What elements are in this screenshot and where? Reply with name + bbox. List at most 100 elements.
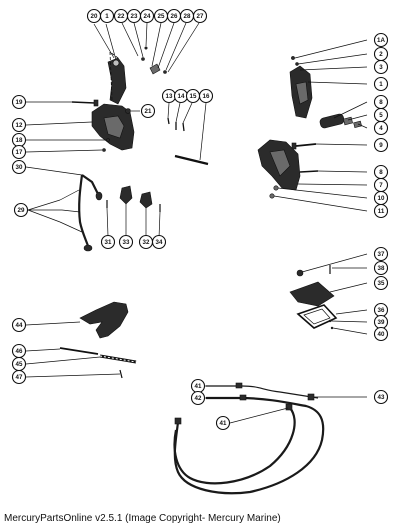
callout-40: 40	[373, 326, 389, 342]
callout-40-label: 40	[378, 331, 385, 338]
callout-31-label: 31	[105, 239, 112, 246]
callout-38: 38	[373, 260, 389, 276]
callout-18: 18	[11, 132, 27, 148]
callout-14: 14	[173, 88, 189, 104]
callout-37-label: 37	[378, 251, 385, 258]
callout-15: 15	[185, 88, 201, 104]
callout-8-lower-label: 8	[379, 169, 383, 176]
callout-7: 7	[373, 177, 389, 193]
cable-part	[206, 385, 319, 399]
callout-9-label: 9	[379, 142, 383, 149]
callout-3-label: 3	[379, 64, 383, 71]
callout-19: 19	[11, 94, 27, 110]
bushing-part	[112, 59, 120, 67]
callout-38-label: 38	[378, 265, 385, 272]
callout-20: 20	[86, 8, 102, 24]
callout-41-lower: 41	[215, 415, 231, 431]
callout-41: 41	[190, 378, 206, 394]
callout-33-label: 33	[123, 239, 130, 246]
callout-36-label: 36	[378, 307, 385, 314]
callout-1-right: 1	[373, 76, 389, 92]
cover-plate-part	[289, 281, 335, 307]
callout-22-label: 22	[118, 13, 125, 20]
callout-1-top-label: 1	[105, 13, 109, 20]
spring-part	[149, 63, 161, 75]
callout-12: 12	[11, 117, 27, 133]
harness-wire-part	[78, 174, 90, 247]
callout-29: 29	[13, 202, 29, 218]
callout-2-label: 2	[379, 51, 383, 58]
callout-13-label: 13	[166, 93, 173, 100]
callout-45: 45	[11, 356, 27, 372]
callout-46: 46	[11, 343, 27, 359]
callout-10: 10	[373, 190, 389, 206]
sleeve-part	[319, 113, 345, 129]
callout-23-label: 23	[131, 13, 138, 20]
callout-39-label: 39	[378, 319, 385, 326]
callout-21: 21	[140, 103, 156, 119]
callout-26-label: 26	[171, 13, 178, 20]
callout-23: 23	[126, 8, 142, 24]
callout-28: 28	[179, 8, 195, 24]
callout-31: 31	[100, 234, 116, 250]
callouts: 20 1 22 23 24 25 26 28 27 1A 2 3 1 19 21…	[11, 8, 389, 431]
callout-47: 47	[11, 369, 27, 385]
callout-24: 24	[139, 8, 155, 24]
callout-25: 25	[153, 8, 169, 24]
callout-36: 36	[373, 302, 389, 318]
callout-35: 35	[373, 275, 389, 291]
gasket-part	[296, 304, 338, 329]
pad-part	[79, 301, 129, 339]
callout-46-label: 46	[16, 348, 23, 355]
parts-artwork	[59, 46, 362, 495]
callout-32: 32	[138, 234, 154, 250]
callout-44: 44	[11, 317, 27, 333]
callout-21-label: 21	[145, 108, 152, 115]
callout-19-label: 19	[16, 99, 23, 106]
callout-8-lower: 8	[373, 164, 389, 180]
callout-34-label: 34	[156, 239, 163, 246]
callout-39: 39	[373, 314, 389, 330]
callout-1A-label: 1A	[377, 37, 385, 44]
callout-41-lower-label: 41	[220, 420, 227, 427]
callout-1A: 1A	[373, 32, 389, 48]
callout-20-label: 20	[91, 13, 98, 20]
callout-3: 3	[373, 59, 389, 75]
callout-18-label: 18	[16, 137, 23, 144]
callout-37: 37	[373, 246, 389, 262]
callout-32-label: 32	[143, 239, 150, 246]
callout-9: 9	[373, 137, 389, 153]
leader-lines	[25, 22, 368, 424]
callout-27-label: 27	[197, 13, 204, 20]
callout-42: 42	[190, 390, 206, 406]
callout-8-upper-label: 8	[379, 99, 383, 106]
callout-4: 4	[373, 120, 389, 136]
callout-16-label: 16	[203, 93, 210, 100]
callout-44-label: 44	[16, 322, 23, 329]
callout-10-label: 10	[378, 195, 385, 202]
callout-12-label: 12	[16, 122, 23, 129]
callout-11: 11	[373, 203, 389, 219]
callout-25-label: 25	[158, 13, 165, 20]
callout-35-label: 35	[378, 280, 385, 287]
callout-5: 5	[373, 107, 389, 123]
callout-7-label: 7	[379, 182, 383, 189]
rod-part	[174, 154, 209, 166]
callout-5-label: 5	[379, 112, 383, 119]
callout-45-label: 45	[16, 361, 23, 368]
bolt-part	[71, 101, 96, 104]
callout-33: 33	[118, 234, 134, 250]
callout-43-label: 43	[378, 394, 385, 401]
callout-41-label: 41	[195, 383, 202, 390]
callout-27: 27	[192, 8, 208, 24]
callout-42-label: 42	[195, 395, 202, 402]
callout-13: 13	[161, 88, 177, 104]
callout-14-label: 14	[178, 93, 185, 100]
callout-24-label: 24	[144, 13, 151, 20]
callout-17-label: 17	[16, 149, 23, 156]
callout-26: 26	[166, 8, 182, 24]
callout-29-label: 29	[18, 207, 25, 214]
callout-47-label: 47	[16, 374, 23, 381]
callout-1-right-label: 1	[379, 81, 383, 88]
